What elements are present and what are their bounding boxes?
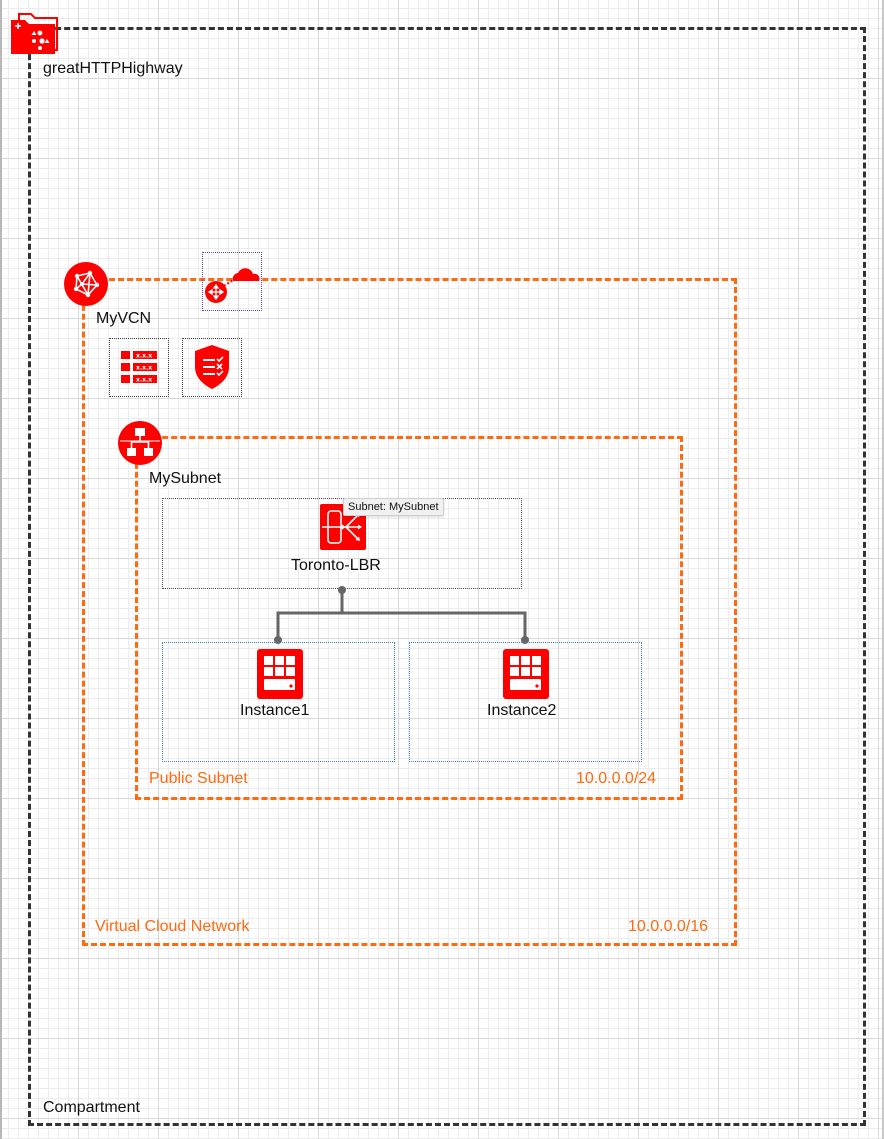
connector-lbr-instance1[interactable] [276, 589, 344, 642]
compartment-type-label: Compartment [43, 1099, 140, 1116]
svg-text:x.x.x: x.x.x [136, 365, 152, 372]
compute-instance-icon[interactable] [503, 649, 549, 699]
instance1-name: Instance1 [240, 702, 310, 719]
subnet-tooltip: Subnet: MySubnet [343, 498, 444, 516]
vcn-container[interactable] [82, 278, 737, 946]
subnet-container[interactable] [135, 436, 683, 800]
security-list-container[interactable] [182, 338, 242, 397]
internet-gateway-container[interactable] [202, 252, 262, 311]
canvas-left-edge [0, 0, 2, 1139]
instance2-container[interactable] [409, 642, 642, 762]
canvas-right-edge [882, 0, 884, 1139]
route-table-icon[interactable]: x.x.x x.x.x x.x.x [121, 351, 157, 385]
subnet-icon[interactable] [118, 421, 162, 465]
load-balancer-name: Toronto-LBR [291, 557, 381, 574]
compute-instance-icon[interactable] [257, 649, 303, 699]
instance1-container[interactable] [162, 642, 395, 762]
vcn-name: MyVCN [96, 310, 152, 327]
connector-lbr-instance2[interactable] [342, 611, 527, 642]
route-table-container[interactable] [109, 338, 169, 397]
vcn-icon[interactable] [64, 262, 108, 306]
vcn-type-label: Virtual Cloud Network [95, 918, 250, 935]
compartment-name: greatHTTPHighway [43, 60, 183, 77]
svg-text:x.x.x: x.x.x [136, 353, 152, 360]
compartment-container[interactable] [28, 27, 866, 1126]
subnet-type-label: Public Subnet [149, 770, 248, 787]
svg-text:x.x.x: x.x.x [136, 377, 152, 384]
connector-source-dot [338, 586, 346, 594]
security-list-icon[interactable] [195, 345, 229, 389]
internet-gateway-icon[interactable] [203, 257, 261, 307]
instance2-name: Instance2 [487, 702, 557, 719]
vcn-cidr: 10.0.0.0/16 [628, 918, 709, 935]
subnet-name: MySubnet [149, 470, 222, 487]
subnet-cidr: 10.0.0.0/24 [576, 770, 657, 787]
compartment-folder-icon[interactable] [9, 12, 59, 54]
